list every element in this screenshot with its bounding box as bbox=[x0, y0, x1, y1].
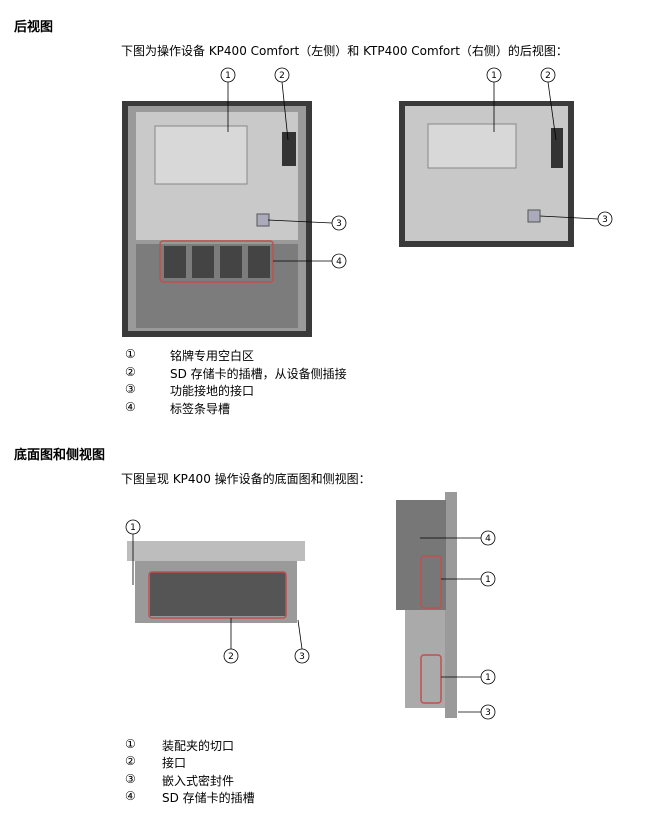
legend-text: 功能接地的接口 bbox=[170, 384, 255, 398]
kp400-bottom-image bbox=[127, 541, 305, 623]
callout-2: 2 bbox=[228, 652, 234, 662]
ktp400-rear-image bbox=[399, 101, 574, 247]
heading-rear-view: 后视图 bbox=[14, 20, 54, 35]
callout-4: 4 bbox=[485, 534, 491, 544]
callout-4: 4 bbox=[336, 257, 342, 267]
legend-num: ④ bbox=[125, 400, 136, 414]
callout-1: 1 bbox=[225, 71, 231, 81]
legend-num: ② bbox=[125, 754, 136, 768]
legend-text: 铭牌专用空白区 bbox=[170, 349, 255, 363]
legend-text: 装配夹的切口 bbox=[162, 739, 235, 753]
legend-num: ④ bbox=[125, 789, 136, 803]
callout-3: 3 bbox=[602, 215, 608, 225]
legend-text: 标签条导槽 bbox=[170, 402, 231, 416]
callout-1: 1 bbox=[130, 523, 136, 533]
kp400-side-image bbox=[396, 492, 457, 718]
legend-num: ① bbox=[125, 347, 136, 361]
legend-text: 接口 bbox=[162, 756, 187, 770]
kp400-rear-image bbox=[122, 101, 312, 337]
legend-text: SD 存储卡的插槽，从设备侧插接 bbox=[170, 367, 347, 381]
callout-2: 2 bbox=[279, 71, 285, 81]
callout-1: 1 bbox=[485, 673, 491, 683]
legend-num: ③ bbox=[125, 382, 136, 396]
bottom-view-intro: 下图呈现 KP400 操作设备的底面图和侧视图： bbox=[121, 472, 371, 486]
legend-num: ③ bbox=[125, 772, 136, 786]
callout-3: 3 bbox=[336, 219, 342, 229]
callout-1: 1 bbox=[485, 575, 491, 585]
rear-view-intro: 下图为操作设备 KP400 Comfort（左侧）和 KTP400 Comfor… bbox=[121, 44, 568, 58]
callout-1: 1 bbox=[491, 71, 497, 81]
legend-num: ① bbox=[125, 737, 136, 751]
callout-3: 3 bbox=[485, 708, 491, 718]
callout-3: 3 bbox=[299, 652, 305, 662]
legend-num: ② bbox=[125, 365, 136, 379]
callout-2: 2 bbox=[545, 71, 551, 81]
heading-bottom-side-view: 底面图和侧视图 bbox=[14, 448, 106, 463]
legend-text: 嵌入式密封件 bbox=[162, 774, 235, 788]
legend-text: SD 存储卡的插槽 bbox=[162, 791, 255, 805]
